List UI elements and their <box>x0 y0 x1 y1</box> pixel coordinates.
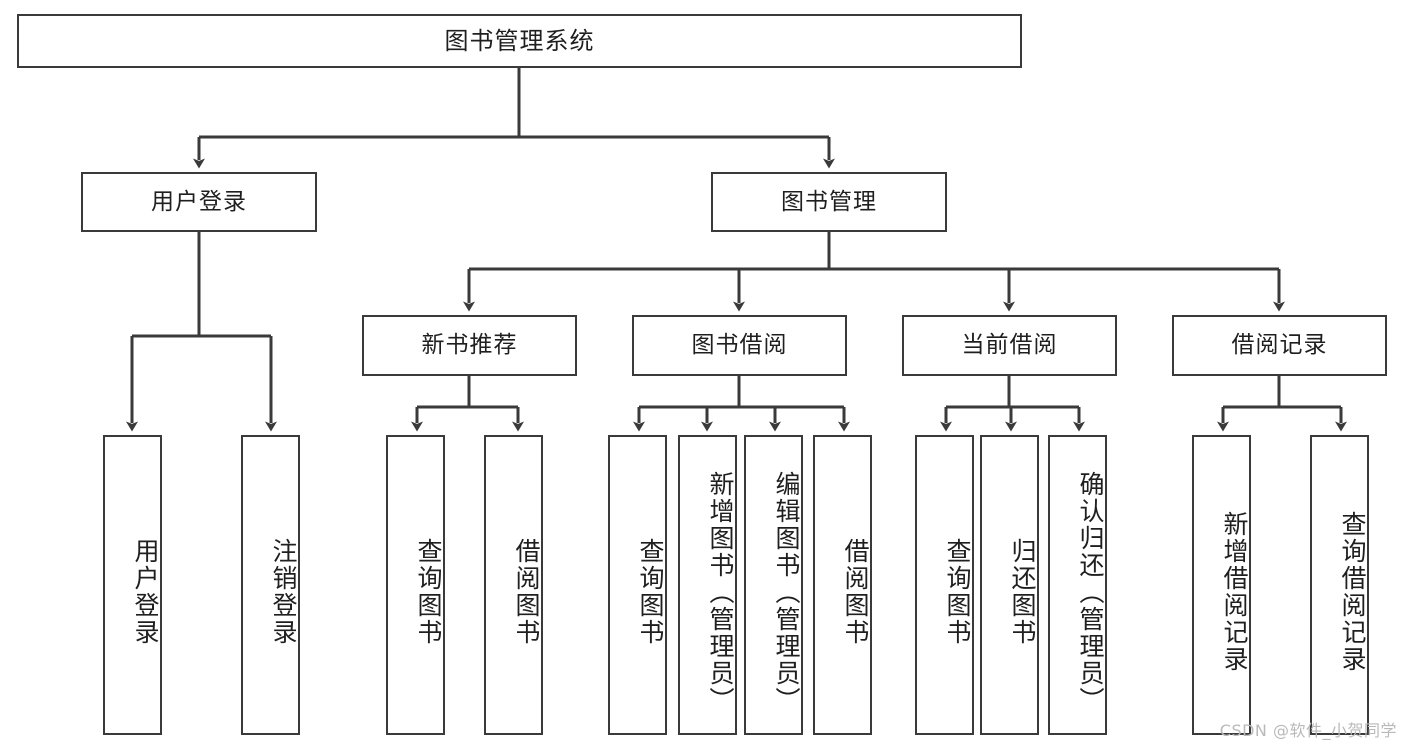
leaf-records-query-borrow-record[interactable]: 查询借阅记录 <box>1310 435 1369 735</box>
leaf-current-return-books[interactable]: 归还图书 <box>980 435 1039 735</box>
node-root-book-management-system[interactable]: 图书管理系统 <box>17 14 1022 68</box>
node-user-login[interactable]: 用户登录 <box>81 172 317 232</box>
leaf-records-add-borrow-record[interactable]: 新增借阅记录 <box>1192 435 1251 735</box>
leaf-borrow-query-books[interactable]: 查询图书 <box>608 435 667 735</box>
node-new-book-recommendation[interactable]: 新书推荐 <box>362 315 577 376</box>
leaf-borrow-add-book-admin[interactable]: 新增图书（管理员） <box>678 435 737 735</box>
leaf-borrow-borrow-books[interactable]: 借阅图书 <box>813 435 872 735</box>
leaf-current-query-books[interactable]: 查询图书 <box>915 435 974 735</box>
node-borrowing-records[interactable]: 借阅记录 <box>1172 315 1387 376</box>
node-book-management[interactable]: 图书管理 <box>711 172 947 232</box>
leaf-new-book-query-books[interactable]: 查询图书 <box>386 435 445 735</box>
leaf-borrow-edit-book-admin[interactable]: 编辑图书（管理员） <box>744 435 803 735</box>
leaf-current-confirm-return-admin[interactable]: 确认归还（管理员） <box>1048 435 1107 735</box>
leaf-user-login-login[interactable]: 用户登录 <box>103 435 162 735</box>
node-current-borrowing[interactable]: 当前借阅 <box>902 315 1117 376</box>
leaf-new-book-borrow-books[interactable]: 借阅图书 <box>484 435 543 735</box>
leaf-user-login-logout[interactable]: 注销登录 <box>241 435 300 735</box>
node-book-borrowing[interactable]: 图书借阅 <box>632 315 847 376</box>
